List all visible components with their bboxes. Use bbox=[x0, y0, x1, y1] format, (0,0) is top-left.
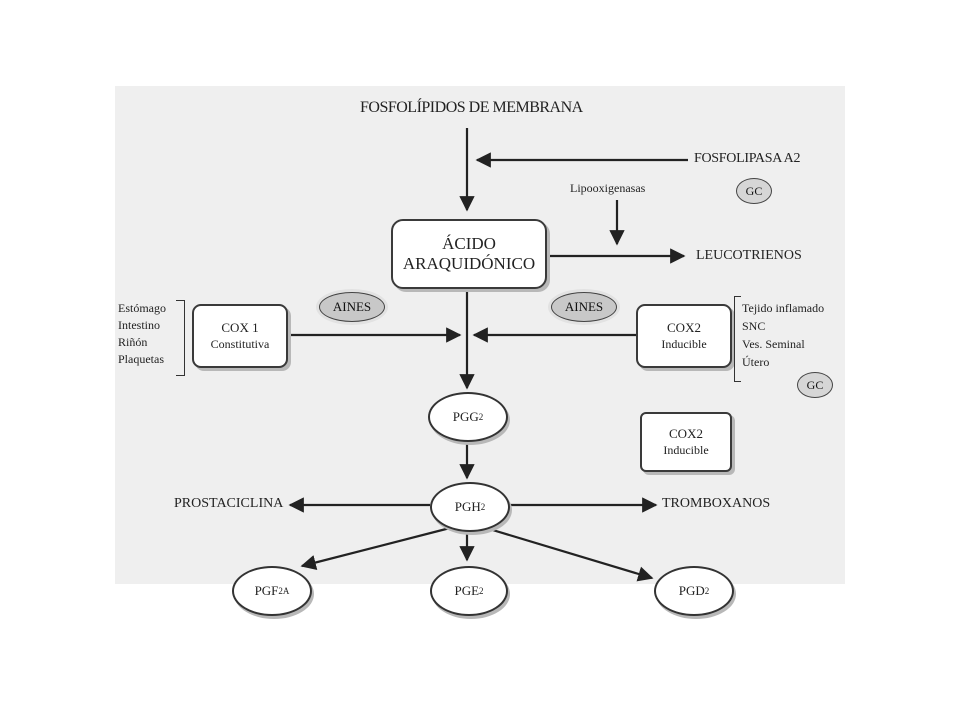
cox2-type: Inducible bbox=[661, 337, 707, 351]
prostacyclin-label: PROSTACICLINA bbox=[174, 496, 284, 511]
cox2-tissue-bracket bbox=[734, 296, 741, 382]
cox1-tissue-3: Plaquetas bbox=[118, 352, 164, 366]
pgf2a-sub: 2A bbox=[278, 586, 290, 596]
cox1-tissue-0: Estómago bbox=[118, 301, 166, 315]
cox1-tissue-1: Intestino bbox=[118, 318, 160, 332]
pgh2-sub: 2 bbox=[480, 502, 486, 512]
lipooxygenase-label: Lipooxigenasas bbox=[570, 181, 646, 195]
pge2-base: PGE bbox=[454, 583, 480, 598]
pgg2-sub: 2 bbox=[478, 412, 484, 422]
phospholipase-label: FOSFOLIPASA A2 bbox=[694, 151, 801, 166]
aines-right: AINES bbox=[551, 292, 617, 322]
pgh2-base: PGH bbox=[454, 499, 481, 514]
pgd2-base: PGD bbox=[678, 583, 705, 598]
cox2-extra-name: COX2 bbox=[669, 426, 703, 441]
arrow-pgh-to-pgd bbox=[485, 526, 654, 582]
pge2-sub: 2 bbox=[479, 586, 484, 596]
arachidonic-acid-line1: ÁCIDO bbox=[442, 234, 496, 253]
gc-badge-top: GC bbox=[736, 178, 772, 204]
gc-badge-right: GC bbox=[797, 372, 833, 398]
cox2-extra-type: Inducible bbox=[663, 443, 709, 457]
cox2-extra-box: COX2 Inducible bbox=[640, 412, 732, 472]
cox1-type: Constitutiva bbox=[210, 337, 270, 351]
arachidonic-acid-line2: ARAQUIDÓNICO bbox=[402, 254, 536, 273]
leukotrienes-label: LEUCOTRIENOS bbox=[696, 248, 802, 263]
cox2-tissue-2: Ves. Seminal bbox=[742, 337, 805, 351]
cox2-tissue-3: Útero bbox=[742, 355, 770, 369]
cox2-tissue-1: SNC bbox=[742, 319, 766, 333]
cox2-name: COX2 bbox=[667, 320, 701, 335]
aines-left: AINES bbox=[319, 292, 385, 322]
cox1-tissue-2: Riñón bbox=[118, 335, 148, 349]
pgd2-sub: 2 bbox=[704, 586, 710, 596]
thromboxanes-label: TROMBOXANOS bbox=[662, 496, 771, 511]
cox1-name: COX 1 bbox=[221, 320, 259, 335]
cox1-tissue-bracket bbox=[176, 300, 185, 376]
cox2-tissue-0: Tejido inflamado bbox=[742, 301, 825, 315]
cox2-box: COX2 Inducible bbox=[636, 304, 732, 368]
membrane-phospholipids-label: FOSFOLÍPIDOS DE MEMBRANA bbox=[360, 99, 583, 116]
arrow-pgh-to-pgf bbox=[300, 526, 451, 571]
cox1-box: COX 1 Constitutiva bbox=[192, 304, 288, 368]
arachidonic-acid-box: ÁCIDO ARAQUIDÓNICO bbox=[391, 219, 547, 289]
pgf2a-base: PGF bbox=[254, 583, 279, 598]
pgg2-base: PGG bbox=[452, 409, 479, 424]
